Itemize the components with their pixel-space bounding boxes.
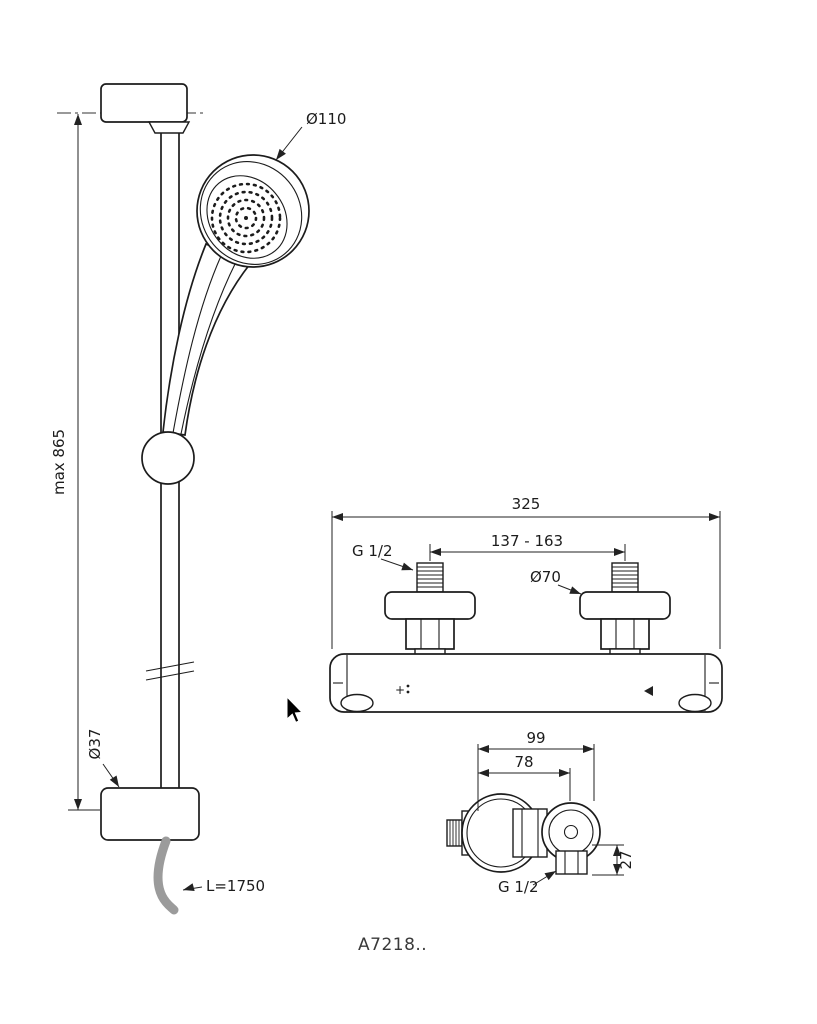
shower-head-rim (196, 154, 310, 268)
overall-width-label: 325 (512, 495, 541, 513)
body-depth-label: 78 (514, 753, 533, 771)
slider-holder (141, 431, 195, 485)
dot-marker (406, 690, 410, 694)
depth-label: 99 (526, 729, 545, 747)
center-distance-label: 137 - 163 (491, 532, 563, 550)
rail-dimensions: max 865 Ø110 Ø37 L=1750 (50, 110, 346, 895)
hose-length-label: L=1750 (206, 877, 265, 895)
mixer-body: + (329, 653, 723, 713)
side-outlet (555, 850, 588, 875)
wall-bracket-bottom (100, 787, 200, 841)
temp-limit-marker (644, 686, 653, 696)
break-marks (145, 661, 195, 681)
mixer-front-dimensions: 325 137 - 163 G 1/2 Ø70 (331, 495, 721, 649)
mixer-front-view: + (329, 562, 723, 713)
dot-marker (406, 684, 410, 688)
inlet-connection-left (384, 562, 476, 656)
shower-hose (153, 836, 179, 915)
rosette-diameter-label: Ø70 (530, 568, 561, 586)
mouse-cursor (286, 695, 304, 723)
shower-rail-assembly (57, 83, 310, 915)
inlet-connection-right (579, 562, 671, 656)
wall-bracket-top (100, 83, 191, 134)
head-diameter-label: Ø110 (306, 110, 346, 128)
outlet-offset-label: 27 (617, 850, 635, 869)
spray-nozzles (210, 182, 282, 254)
mixer-side-dimensions: 99 78 G 1/2 27 (477, 729, 635, 896)
bracket-diameter-label: Ø37 (86, 729, 104, 760)
product-code: A7218.. (358, 935, 427, 955)
hand-shower (162, 154, 310, 436)
mixer-side-view (446, 793, 601, 875)
hot-marker: + (395, 683, 405, 697)
thread-label-side: G 1/2 (498, 878, 539, 896)
thread-label-front: G 1/2 (352, 542, 393, 560)
max-height-label: max 865 (50, 429, 68, 495)
